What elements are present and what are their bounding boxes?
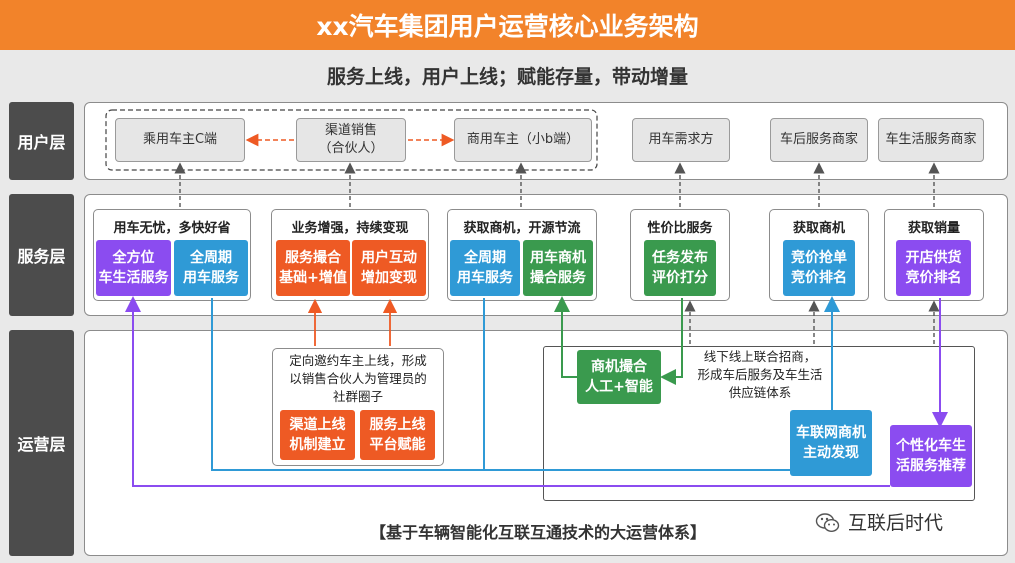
- layer-label-service: 服务层: [9, 194, 74, 316]
- life-service-merchant-box: 车生活服务商家: [878, 118, 984, 162]
- layer-label-ops: 运营层: [9, 330, 74, 556]
- service-card-1-title: 用车无忧，多快好省: [113, 221, 231, 236]
- business-matching-box: 用车商机 撮合服务: [523, 240, 593, 296]
- page-title: xx汽车集团用户运营核心业务架构: [0, 0, 1015, 50]
- offline-online-note: 线下线上联合招商， 形成车后服务及车生活 供应链体系: [697, 349, 823, 400]
- service-card-6-title: 获取销量: [907, 221, 960, 236]
- b-owner-box: 商用车主（小b端）: [454, 118, 592, 162]
- aftermarket-merchant-box: 车后服务商家: [770, 118, 868, 162]
- matching-manual-smart-box: 商机撮合 人工+智能: [577, 350, 661, 404]
- layer-label-user: 用户层: [9, 102, 74, 180]
- ops-system-caption: 【基于车辆智能化互联互通技术的大运营体系】: [369, 523, 706, 542]
- full-cycle-service-box-1: 全周期 用车服务: [174, 240, 248, 296]
- bidding-box-1: 竞价抢单 竞价排名: [783, 240, 855, 296]
- service-online-box: 服务上线 平台赋能: [360, 410, 435, 460]
- demand-side-box: 用车需求方: [632, 118, 730, 162]
- service-card-4-title: 性价比服务: [647, 221, 713, 236]
- personalized-recommend-box: 个性化车生 活服务推荐: [890, 425, 972, 487]
- task-publish-box: 任务发布 评价打分: [644, 240, 716, 296]
- shop-supply-box: 开店供货 竞价排名: [896, 240, 971, 296]
- full-cycle-service-box-2: 全周期 用车服务: [450, 240, 520, 296]
- full-life-service-box: 全方位 车生活服务: [96, 240, 171, 296]
- wechat-icon: [815, 510, 841, 536]
- channel-online-box: 渠道上线 机制建立: [280, 410, 355, 460]
- c-owner-box: 乘用车主C端: [115, 118, 245, 162]
- iov-discovery-box: 车联网商机 主动发现: [790, 410, 872, 476]
- page-subtitle: 服务上线，用户上线；赋能存量，带动增量: [0, 50, 1015, 100]
- community-note: 定向邀约车主上线，形成 以销售合伙人为管理员的 社群圈子: [289, 353, 427, 404]
- user-interaction-box: 用户互动 增加变现: [352, 240, 426, 296]
- service-card-2-title: 业务增强，持续变现: [291, 221, 409, 236]
- service-matching-box: 服务撮合 基础+增值: [276, 240, 350, 296]
- service-card-3-title: 获取商机，开源节流: [463, 221, 581, 236]
- watermark-text: 互联后时代: [848, 512, 944, 534]
- channel-sales-box: 渠道销售 （合伙人）: [296, 118, 406, 162]
- service-card-5-title: 获取商机: [792, 221, 845, 236]
